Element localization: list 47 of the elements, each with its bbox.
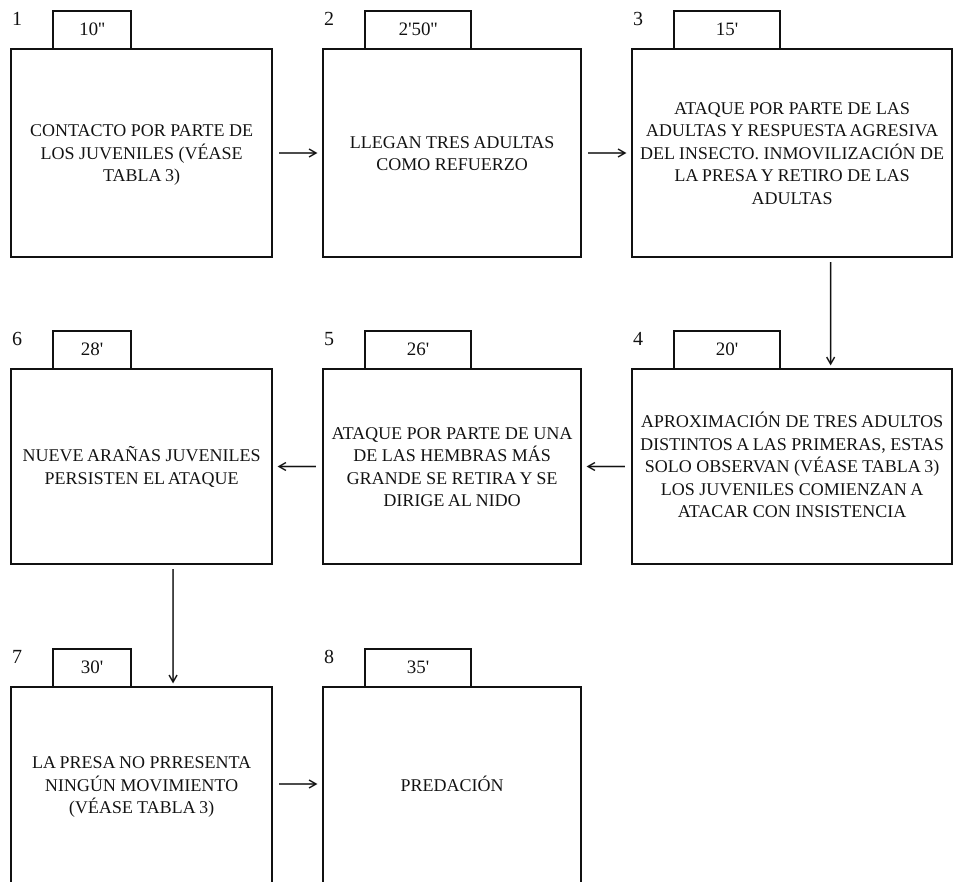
time-box [364,330,472,370]
time-box [673,10,781,50]
step-box [10,686,273,882]
time-box [364,648,472,688]
arrow [826,262,836,365]
step-number: 3 [633,8,643,31]
step-box [322,368,582,565]
step-text: PREDACIÓN [400,774,504,796]
arrow [587,462,625,472]
step-text: NUEVE ARAÑAS JUVENILES PERSISTEN EL ATAQUE [22,444,262,489]
time-box [673,330,781,370]
arrow [168,569,178,683]
step-box [10,48,273,258]
duration-label: 26' [406,339,430,361]
duration-label: 28' [80,339,104,361]
step-box [322,686,582,882]
step-number: 7 [12,646,22,669]
step-text: ATAQUE POR PARTE DE UNA DE LAS HEMBRAS MÁS GRANDE SE RETIRA Y SE DIRIGE AL NIDO [330,422,574,512]
step-number: 2 [324,8,334,31]
step-number: 1 [12,8,22,31]
time-box [52,330,132,370]
duration-label: 20' [716,339,738,361]
arrow [279,779,317,789]
duration-label: 35' [406,657,430,679]
duration-label: 2'50'' [398,19,438,41]
time-box [364,10,472,50]
time-box [52,648,132,688]
arrow [279,148,317,158]
step-number: 4 [633,328,643,351]
duration-label: 10'' [79,19,105,41]
step-box [10,368,273,565]
step-box [631,48,953,258]
step-text: CONTACTO POR PARTE DE LOS JUVENILES (VÉASE TABLA 3) [28,119,254,187]
arrow [588,148,626,158]
step-number: 8 [324,646,334,669]
step-box [322,48,582,258]
step-number: 6 [12,328,22,351]
duration-label: 15' [716,19,738,41]
arrow [278,462,316,472]
step-text: ATAQUE POR PARTE DE LAS ADULTAS Y RESPUESTA AGRESIVA DEL INSECTO. INMOVILIZACIÓN DE LA PRESA Y RETIRO DE LAS ADULTAS [639,96,945,210]
step-box [631,368,953,565]
time-box [52,10,132,50]
step-text: LA PRESA NO PRRESENTA NINGÚN MOVIMIENTO (VÉASE TABLA 3) [30,751,252,819]
step-text: APROXIMACIÓN DE TRES ADULTOS DISTINTOS A LAS PRIMERAS, ESTAS SOLO OBSERVAN (VÉASE TABLA 3) LOS JUVENILES COMIENZAN A ATACAR CON INSISTENCIA [639,410,945,523]
step-text: LLEGAN TRES ADULTAS COMO REFUERZO [348,130,556,176]
step-number: 5 [324,328,334,351]
duration-label: 30' [80,657,104,679]
